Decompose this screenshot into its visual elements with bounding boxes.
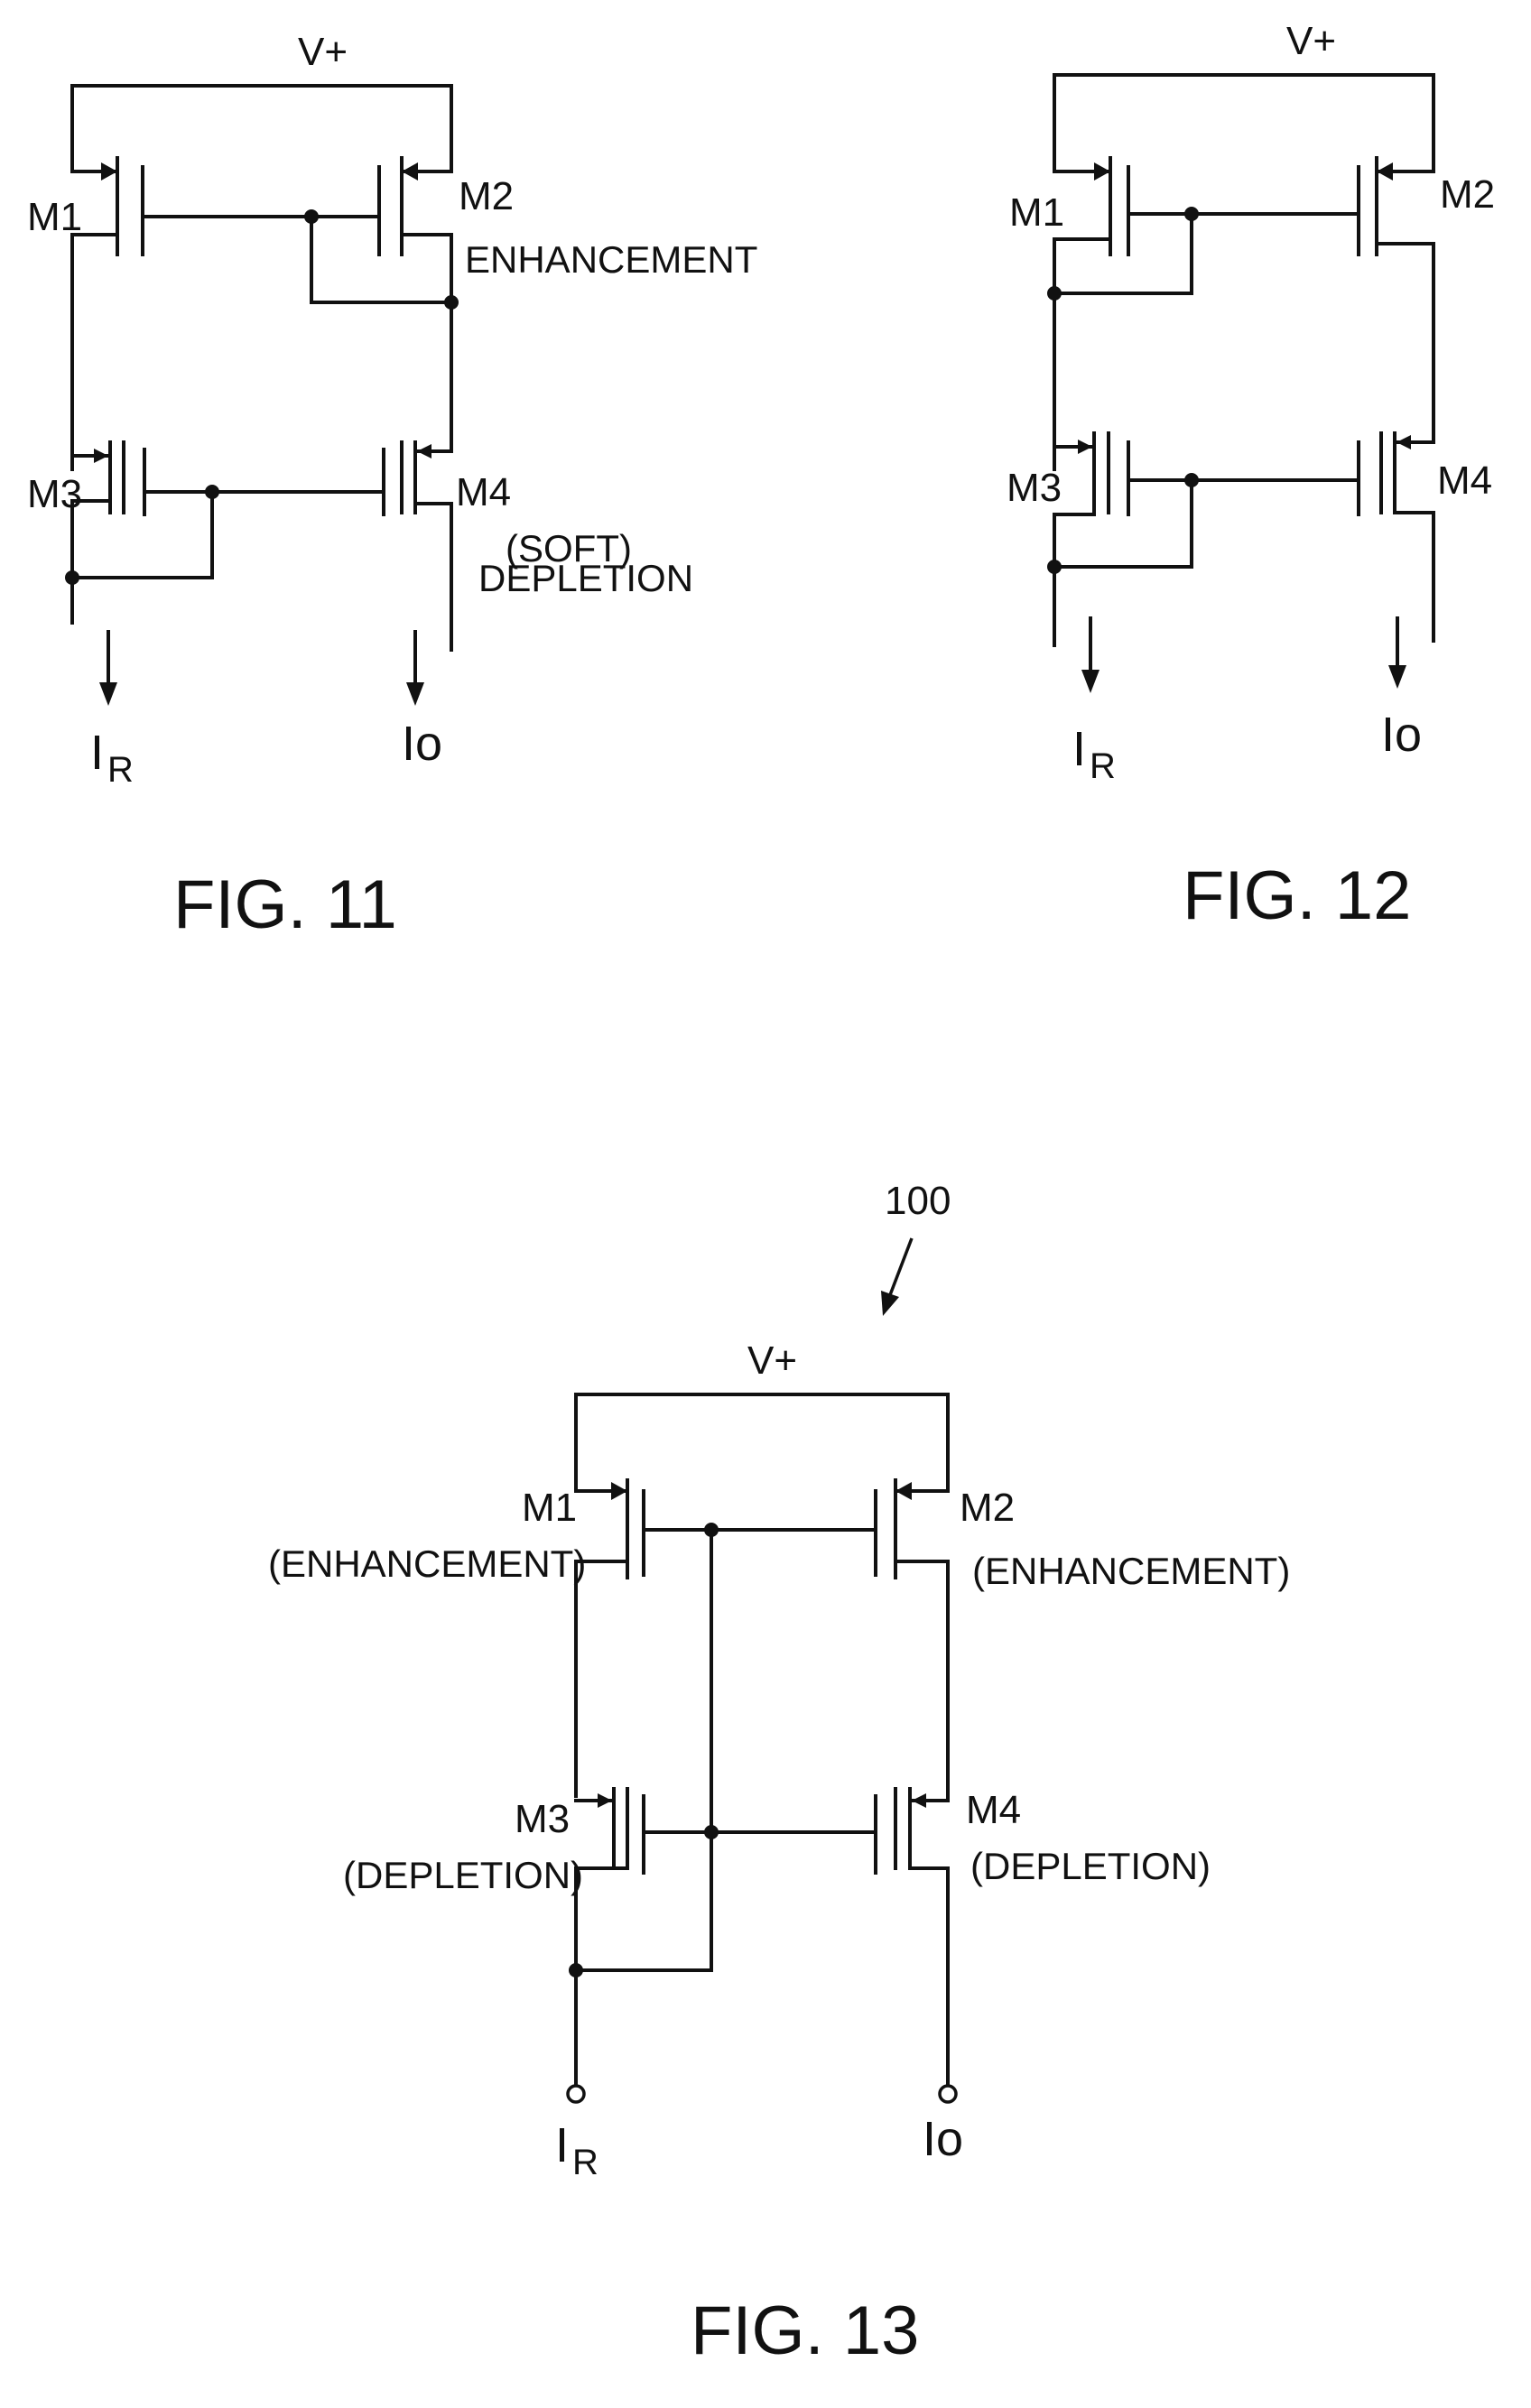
- fig12-nodes: [1047, 207, 1199, 574]
- fig13-supply-label: V+: [747, 1338, 797, 1383]
- figure-13: 100: [268, 1179, 1290, 2369]
- fig11-m4-label: M4: [456, 470, 511, 514]
- fig12-caption: FIG. 12: [1183, 857, 1411, 934]
- fig12-m2-label: M2: [1440, 172, 1495, 217]
- fig11-output-current-label: Io: [402, 717, 442, 771]
- fig12-m4-label: M4: [1437, 458, 1492, 503]
- fig11-wires: [72, 86, 451, 650]
- fig13-output-current-label: Io: [923, 2112, 963, 2166]
- fig12-m1-label: M1: [1009, 190, 1064, 235]
- fig11-reference-current-label: IR: [90, 726, 134, 790]
- fig13-m2-note: (ENHANCEMENT): [972, 1550, 1290, 1592]
- fig11-m4-note-depletion: DEPLETION: [478, 557, 693, 599]
- fig11-current-arrows: [99, 632, 424, 706]
- fig12-reference-current-label: IR: [1072, 722, 1116, 786]
- fig13-nodes: [569, 1523, 719, 1977]
- fig13-m1-label: M1: [522, 1486, 577, 1530]
- fig13-reference-current-label: IR: [555, 2118, 598, 2182]
- fig13-m4-label: M4: [966, 1788, 1021, 1832]
- fig13-caption: FIG. 13: [691, 2292, 919, 2369]
- fig13-terminals: [568, 2086, 956, 2102]
- fig13-m3-note: (DEPLETION): [343, 1854, 583, 1896]
- fig12-supply-label: V+: [1286, 19, 1336, 63]
- fig11-m2-label: M2: [459, 174, 514, 218]
- figure-12: V+ M1 M2 M3 M4 IR Io FIG. 12: [1007, 19, 1495, 934]
- fig11-nodes: [65, 209, 459, 585]
- fig12-current-arrows: [1081, 618, 1406, 693]
- fig12-output-current-label: Io: [1381, 708, 1422, 762]
- fig13-m1-note: (ENHANCEMENT): [268, 1542, 586, 1585]
- fig13-wires: [576, 1394, 948, 2085]
- fig13-leader-arrow: [881, 1238, 912, 1316]
- fig11-supply-label: V+: [298, 30, 348, 74]
- fig12-m3-label: M3: [1007, 466, 1062, 510]
- fig11-m2-note: ENHANCEMENT: [465, 238, 757, 281]
- fig11-caption: FIG. 11: [173, 866, 397, 943]
- fig12-wires: [1054, 75, 1434, 645]
- fig13-reference-numeral: 100: [885, 1179, 951, 1223]
- figure-11: V+ M1 M2 ENHANCEMENT M3 M4 (SOFT) DEPLET…: [27, 30, 757, 943]
- fig13-m3-label: M3: [515, 1797, 570, 1841]
- fig11-m1-label: M1: [27, 195, 82, 239]
- fig13-m2-label: M2: [960, 1486, 1015, 1530]
- fig13-m4-note: (DEPLETION): [970, 1845, 1211, 1887]
- fig11-m3-label: M3: [27, 472, 82, 516]
